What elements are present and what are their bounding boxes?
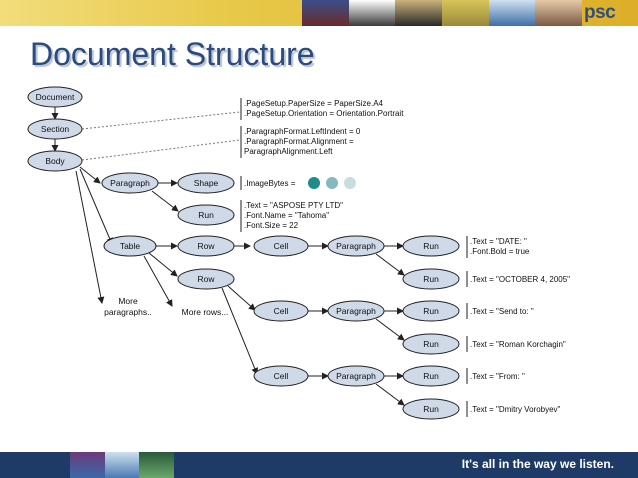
node-section <box>27 118 83 140</box>
node-label-run: Run <box>423 306 439 316</box>
annotation-october: .Text = "OCTOBER 4, 2005" <box>470 275 570 284</box>
node-label-cell: Cell <box>274 241 289 251</box>
node-label-run: Run <box>423 371 439 381</box>
node-paragraph <box>327 235 385 257</box>
connector-lines <box>51 107 405 406</box>
annotation-brackets <box>240 98 468 417</box>
annotation-page-setup: .PageSetup.PaperSize = PaperSize.A4 <box>244 99 384 108</box>
node-label-cell: Cell <box>274 371 289 381</box>
annotation-run-font: .Text = "ASPOSE PTY LTD" <box>244 201 343 210</box>
more-paragraphs-label: paragraphs.. <box>104 307 152 317</box>
node-label-run: Run <box>423 241 439 251</box>
node-row <box>177 268 235 290</box>
annotation-paragraph-format: .ParagraphFormat.Alignment = <box>244 137 354 146</box>
annotation-date: .Text = "DATE: " <box>470 237 527 246</box>
node-label-paragraph: Paragraph <box>110 178 150 188</box>
node-label-document: Document <box>36 92 75 102</box>
node-run <box>402 398 460 420</box>
node-cell <box>253 365 309 387</box>
image-dot-icon <box>308 177 320 189</box>
footer-tagline: It's all in the way we listen. <box>461 457 614 471</box>
annotation-roman: .Text = "Roman Korchagin" <box>470 340 566 349</box>
header-photo-strip <box>302 0 583 26</box>
annotation-paragraph-format: .ParagraphFormat.LeftIndent = 0 <box>244 127 361 136</box>
node-label-run: Run <box>423 274 439 284</box>
more-paragraphs-label: More <box>118 296 138 306</box>
node-run <box>402 333 460 355</box>
dotted-annotation-links <box>81 111 241 161</box>
node-label-row: Row <box>197 274 215 284</box>
annotation-run-font: .Font.Name = "Tahoma" <box>244 211 329 220</box>
node-shape <box>177 172 235 194</box>
node-label-run: Run <box>198 210 214 220</box>
node-document <box>27 86 83 108</box>
node-label-row: Row <box>197 241 215 251</box>
node-label-run: Run <box>423 339 439 349</box>
node-paragraph <box>327 365 385 387</box>
node-run <box>402 365 460 387</box>
node-body <box>27 150 83 172</box>
node-label-paragraph: Paragraph <box>336 306 376 316</box>
annotation-dmitry: .Text = "Dmitry Vorobyev" <box>470 405 561 414</box>
node-run <box>402 268 460 290</box>
image-dot-icon <box>344 177 356 189</box>
annotation-from: .Text = "From: " <box>470 372 525 381</box>
node-cell <box>253 235 309 257</box>
node-label-paragraph: Paragraph <box>336 241 376 251</box>
more-rows-label: More rows... <box>182 307 229 317</box>
footer-bar: It's all in the way we listen. <box>0 452 638 478</box>
annotation-date: .Font.Bold = true <box>470 247 530 256</box>
node-run <box>402 300 460 322</box>
node-cell <box>253 300 309 322</box>
node-run <box>177 204 235 226</box>
image-dot-icon <box>326 177 338 189</box>
node-table <box>103 235 157 257</box>
node-label-section: Section <box>41 124 70 134</box>
node-label-shape: Shape <box>194 178 219 188</box>
node-label-table: Table <box>120 241 141 251</box>
node-paragraph <box>327 300 385 322</box>
psc-logo: psc <box>584 2 616 23</box>
node-run <box>402 235 460 257</box>
footer-photo-strip <box>70 452 175 478</box>
node-label-run: Run <box>423 404 439 414</box>
node-label-paragraph: Paragraph <box>336 371 376 381</box>
node-label-body: Body <box>45 156 65 166</box>
annotation-page-setup: .PageSetup.Orientation = Orientation.Por… <box>244 109 404 118</box>
node-paragraph <box>101 172 159 194</box>
annotation-run-font: .Font.Size = 22 <box>244 221 299 230</box>
node-row <box>177 235 235 257</box>
annotation-send-to: .Text = "Send to: " <box>470 307 534 316</box>
header-banner: psc <box>0 0 638 26</box>
slide-title: Document Structure <box>30 36 315 72</box>
node-label-cell: Cell <box>274 306 289 316</box>
annotation-paragraph-format: ParagraphAlignment.Left <box>244 147 333 156</box>
annotation-image-bytes: .ImageBytes = <box>244 179 296 188</box>
